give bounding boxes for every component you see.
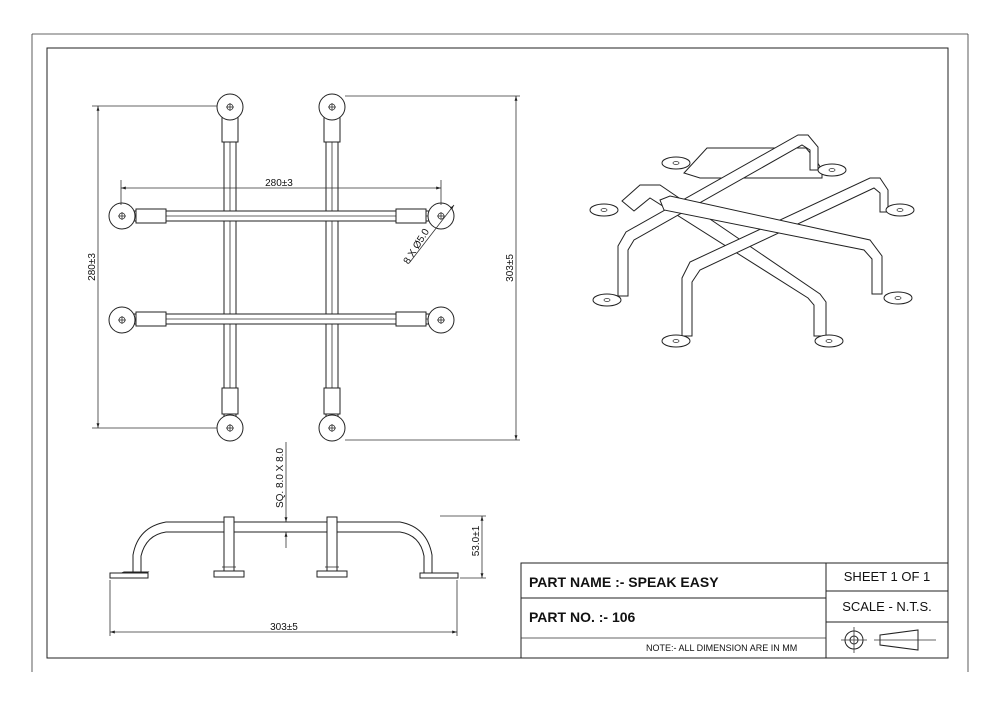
sheet-number: SHEET 1 OF 1 bbox=[844, 569, 930, 584]
dimension-top-width: 280±3 bbox=[120, 178, 442, 205]
dimension-bottom-width: 303±5 bbox=[109, 580, 458, 636]
dimension-side-height: 53.0±1 bbox=[440, 515, 486, 579]
foot-pad bbox=[589, 156, 915, 348]
dimension-label: 8 X Ø5.0 bbox=[402, 227, 432, 267]
part-number: PART NO. :- 106 bbox=[529, 609, 636, 625]
dimension-label: 53.0±1 bbox=[471, 525, 482, 556]
side-view: SQ. 8.0 X 8.0 53.0±1 303±5 bbox=[109, 442, 486, 636]
dimension-label: 280±3 bbox=[265, 178, 293, 189]
isometric-view bbox=[589, 134, 915, 348]
part-name: PART NAME :- SPEAK EASY bbox=[529, 574, 719, 590]
foot-pad bbox=[108, 93, 455, 442]
title-block: PART NAME :- SPEAK EASY PART NO. :- 106 … bbox=[520, 562, 949, 659]
third-angle-projection-icon bbox=[841, 627, 936, 653]
sheet-border bbox=[31, 33, 969, 672]
note: NOTE:- ALL DIMENSION ARE IN MM bbox=[646, 643, 797, 653]
dimension-label: 303±5 bbox=[505, 254, 516, 282]
dimension-left-height: 280±3 bbox=[87, 105, 217, 429]
scale: SCALE - N.T.S. bbox=[842, 599, 932, 614]
dimension-label: 280±3 bbox=[87, 253, 98, 281]
top-view: 280±3 280±3 303±5 8 X Ø5.0 bbox=[87, 93, 520, 442]
dimension-label: SQ. 8.0 X 8.0 bbox=[275, 448, 286, 508]
dimension-right-height: 303±5 bbox=[345, 95, 520, 441]
dimension-label: 303±5 bbox=[270, 622, 298, 633]
dimension-tube-section: SQ. 8.0 X 8.0 bbox=[275, 442, 288, 548]
